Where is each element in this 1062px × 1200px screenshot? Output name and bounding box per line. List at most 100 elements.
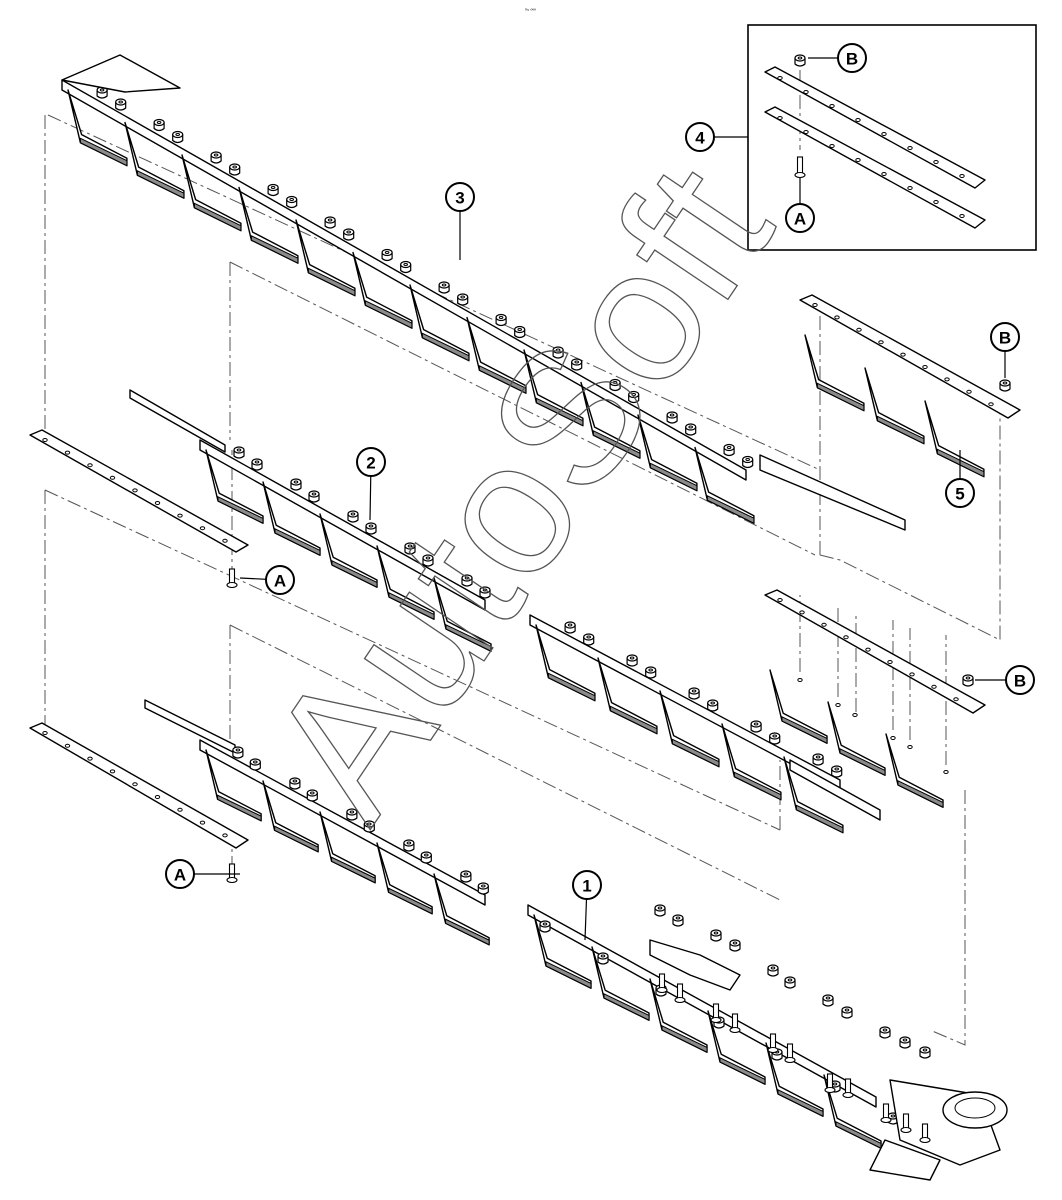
rivet-hole (835, 703, 841, 707)
hex-nut (841, 1006, 853, 1019)
rivet-hole (64, 743, 71, 748)
rivet-hole (933, 200, 939, 204)
nut-bore (441, 283, 447, 287)
nut-bore (675, 916, 681, 920)
rivet-hole (959, 174, 965, 178)
nut-bore (710, 701, 716, 705)
hex-nut (899, 1036, 911, 1049)
knife-section (205, 449, 264, 525)
knife-section (409, 284, 470, 362)
nut-bore (657, 906, 663, 910)
knife-section (721, 723, 782, 801)
knife-section (885, 733, 944, 809)
assembly-dash-lines (44, 70, 1001, 1046)
nut-bore (118, 100, 123, 104)
rivet-hole (777, 598, 783, 602)
section-serrated-edge (661, 1025, 708, 1054)
section-serrated-edge (876, 415, 925, 445)
bolt (919, 1123, 931, 1144)
part-2-tail-bar (789, 759, 881, 821)
hex-nut (822, 994, 834, 1007)
bolt-head (842, 1091, 854, 1099)
knife-section (319, 513, 378, 589)
knife-section (262, 780, 319, 853)
section-serrated-edge (445, 918, 490, 946)
nut-bore (460, 295, 466, 299)
callout-circle (445, 182, 475, 212)
rivet-hole (907, 146, 913, 150)
knife-head-bore (954, 1097, 996, 1119)
section-serrated-edge (897, 780, 944, 809)
hex-nut (999, 379, 1011, 392)
hex-nut (685, 423, 697, 436)
hex-nut (571, 358, 583, 371)
rivet-hole (856, 327, 862, 332)
callout-circle (990, 322, 1020, 352)
callout-label: B (1014, 672, 1026, 691)
nut-bore (890, 1114, 896, 1118)
hex-nut (769, 732, 781, 745)
section-serrated-edge (603, 993, 650, 1022)
assembly-dash-line (44, 489, 781, 831)
section-serrated-edge (307, 267, 356, 297)
rivet-hole (803, 90, 809, 94)
rivet-hole (154, 795, 161, 799)
nut-bore (555, 348, 561, 352)
nut-bore (311, 492, 317, 496)
section-serrated-edge (816, 382, 865, 412)
bolt-head (767, 1046, 779, 1054)
assembly-dash-line (229, 261, 816, 556)
rivet-hole (199, 526, 206, 531)
knife-section (433, 577, 492, 653)
callout-circle (685, 122, 715, 152)
rivet-hole (944, 377, 950, 382)
hex-nut (210, 151, 222, 164)
rivet-hole (42, 731, 48, 735)
callout-c1: 1 (572, 870, 602, 900)
knife-section (864, 367, 925, 445)
section-plate (827, 701, 886, 776)
callout-label: 4 (695, 129, 705, 148)
bolt-head (880, 1116, 892, 1124)
rivet-hole (177, 513, 183, 518)
section-serrated-edge (388, 887, 433, 915)
nut-bore (367, 822, 372, 826)
hex-nut (346, 808, 358, 821)
bolt-head (674, 996, 686, 1004)
nut-bore (464, 576, 470, 580)
nut-bore (834, 767, 840, 771)
hex-nut (552, 346, 564, 359)
callout-circle (165, 859, 195, 889)
knife-section (433, 873, 490, 946)
rivet-hole (222, 833, 228, 838)
hex-nut (457, 293, 469, 306)
section-serrated-edge (839, 748, 886, 777)
nut-bore (350, 512, 356, 516)
nut-bore (406, 841, 412, 845)
section-serrated-edge (331, 560, 378, 589)
section-serrated-edge (445, 624, 492, 653)
bolt-head (900, 1126, 912, 1134)
hex-nut (477, 882, 489, 895)
rivet-hole (907, 745, 913, 749)
callout-circle (837, 43, 867, 73)
nut-bore (346, 230, 352, 234)
section-serrated-edge (193, 202, 242, 232)
knife-section (765, 1042, 824, 1118)
section-serrated-edge (649, 462, 698, 492)
hex-nut (654, 904, 666, 917)
knife-section (924, 400, 985, 478)
rivet-hole (933, 160, 939, 164)
rivet-hole (881, 172, 887, 176)
nut-bore (175, 133, 180, 136)
nut-bore (498, 316, 504, 319)
nut-bore (293, 480, 299, 484)
hex-nut (723, 443, 735, 457)
rivet-hole (87, 463, 93, 468)
assembly-dash-line (929, 790, 966, 1046)
knife-section (823, 1074, 882, 1150)
rivet-hole (852, 713, 858, 717)
nut-bore (574, 360, 580, 364)
callout-circle (572, 870, 602, 900)
callout-c2: 2 (356, 447, 386, 477)
